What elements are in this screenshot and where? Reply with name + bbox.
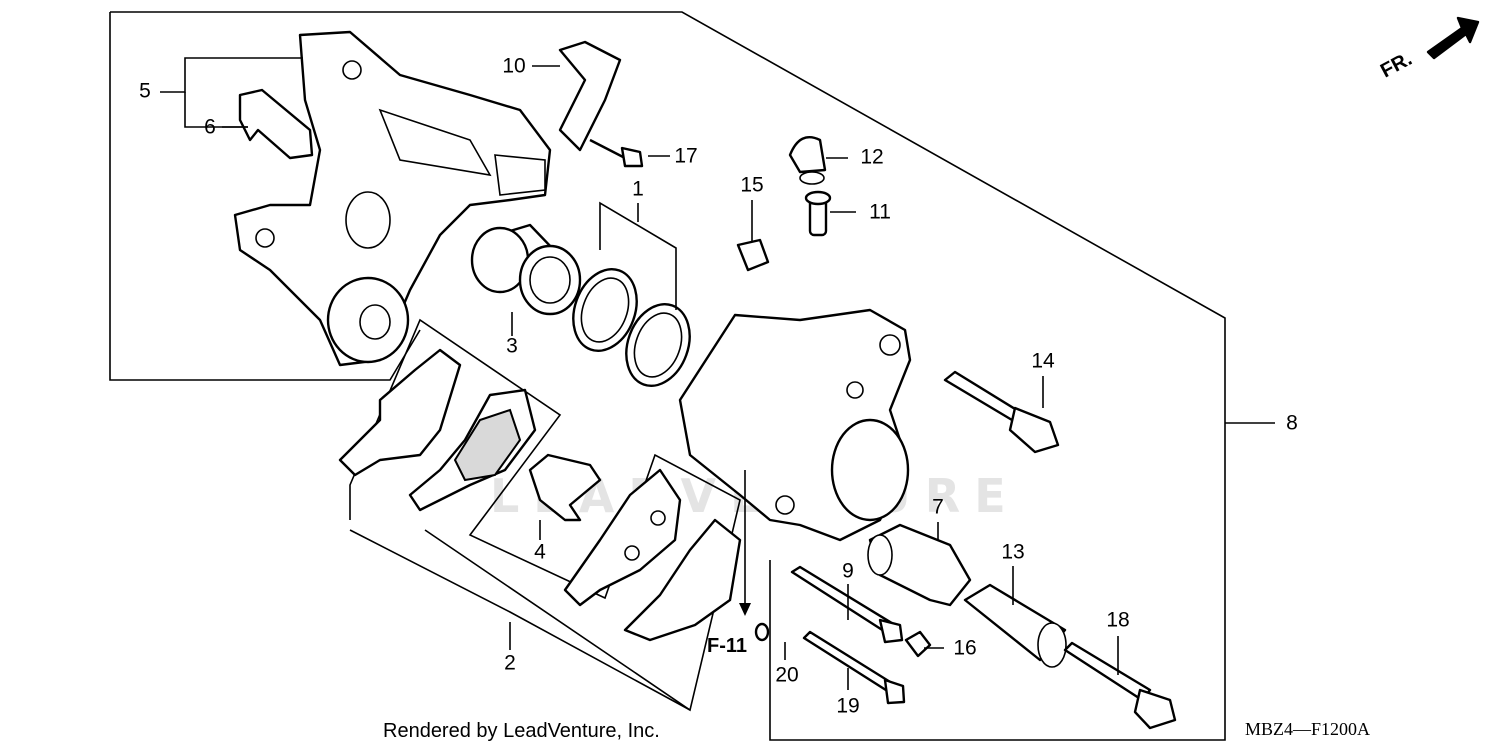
- footer-credit: Rendered by LeadVenture, Inc.: [383, 720, 660, 742]
- caliper-body[interactable]: [678, 308, 912, 542]
- callout-10: 10: [502, 55, 525, 78]
- leader-lines: [160, 57, 1275, 690]
- plug-16[interactable]: [904, 630, 932, 658]
- callout-2: 2: [504, 652, 516, 675]
- pin-plug[interactable]: [736, 238, 770, 272]
- callout-5: 5: [139, 80, 151, 103]
- brake-pad-outer[interactable]: [563, 468, 682, 607]
- dust-boot[interactable]: [867, 523, 972, 607]
- callout-1: 1: [632, 178, 644, 201]
- pad-bracket-lines: [349, 529, 691, 711]
- pin-bolt-14[interactable]: [943, 370, 1060, 454]
- callout-13: 13: [1001, 541, 1024, 564]
- pin-sleeve[interactable]: [963, 583, 1067, 668]
- bolt-18[interactable]: [1063, 641, 1177, 730]
- callout-11: 11: [869, 201, 891, 224]
- caliper-piston[interactable]: [470, 223, 582, 316]
- brake-pad-inner[interactable]: [408, 388, 537, 512]
- callout-16: 16: [953, 637, 976, 660]
- reference-arrow: F-11: [707, 470, 751, 657]
- pad-retainer-spring[interactable]: [528, 453, 602, 522]
- bleeder-cap[interactable]: [788, 135, 827, 185]
- callout-4: 4: [534, 541, 546, 564]
- diagram-code: MBZ4—F1200A: [1245, 719, 1370, 739]
- callout-18: 18: [1106, 609, 1129, 632]
- direction-label: FR.: [1377, 48, 1416, 83]
- callout-7: 7: [932, 496, 944, 519]
- callout-20: 20: [775, 664, 798, 687]
- callout-14: 14: [1031, 350, 1055, 373]
- bracket-group-outline: [110, 11, 1226, 741]
- callout-8: 8: [1286, 412, 1298, 435]
- pad-pin-9[interactable]: [790, 565, 904, 644]
- pad-spring-clip[interactable]: [238, 88, 314, 160]
- pad-pin-19[interactable]: [802, 630, 906, 705]
- hose-clamp[interactable]: [558, 40, 622, 152]
- caliper-bracket[interactable]: [233, 30, 552, 367]
- piston-seal-set[interactable]: [562, 260, 700, 394]
- callout-9: 9: [842, 560, 854, 583]
- callout-15: 15: [740, 174, 763, 197]
- callout-12: 12: [860, 146, 883, 169]
- bleeder-valve[interactable]: [804, 190, 832, 237]
- callout-19: 19: [836, 695, 859, 718]
- callout-17: 17: [674, 145, 697, 168]
- washer-20[interactable]: [754, 622, 770, 642]
- bolt-17[interactable]: [589, 138, 644, 168]
- callout-6: 6: [204, 116, 216, 139]
- brake-pad-shim[interactable]: [338, 348, 462, 477]
- front-direction-arrow: FR.: [1377, 16, 1480, 83]
- brake-pad-shim-outer[interactable]: [623, 518, 742, 642]
- callout-3: 3: [506, 335, 518, 358]
- reference-label: F-11: [707, 635, 747, 657]
